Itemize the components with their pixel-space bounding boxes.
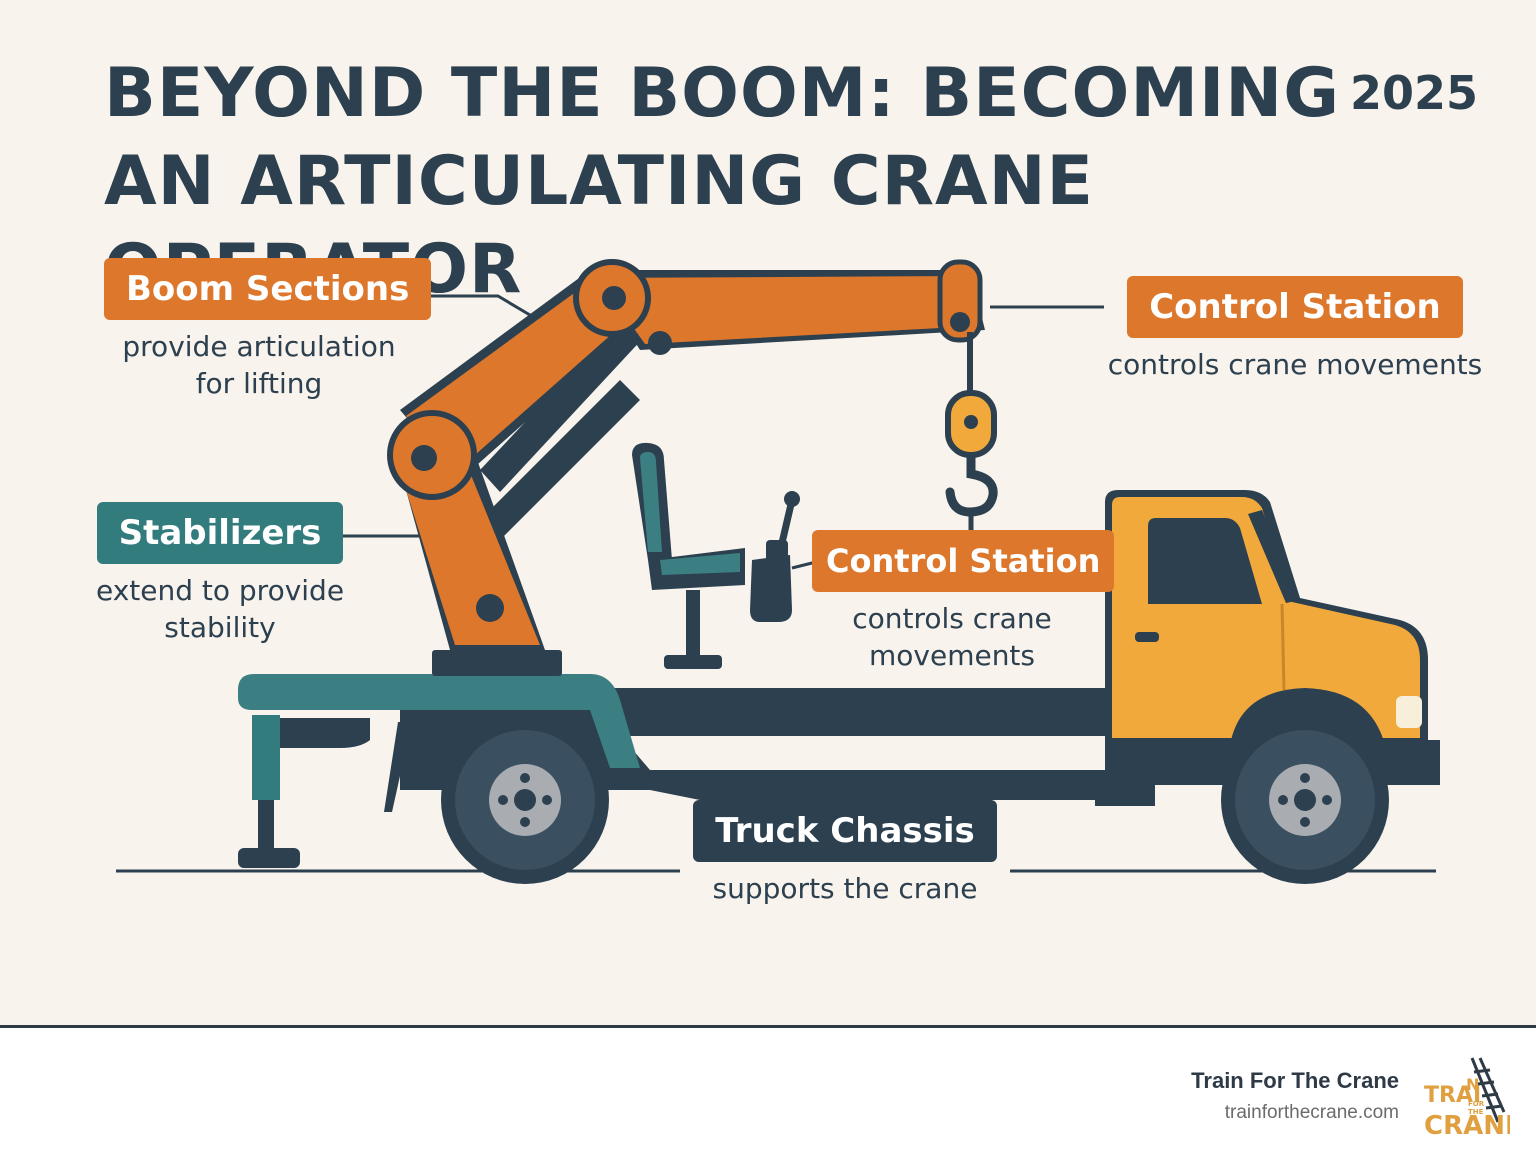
footer: Train For The Crane trainforthecrane.com… — [0, 1025, 1536, 1157]
truck-chassis-desc: supports the crane — [712, 872, 978, 905]
callout-stabilizers: Stabilizers extend to provide stability — [80, 502, 360, 646]
year-badge: 2025 — [1350, 66, 1479, 120]
boom-sections-label: Boom Sections — [104, 258, 432, 320]
control-station-top-label: Control Station — [1127, 276, 1463, 338]
front-wheel — [1221, 716, 1389, 884]
control-station-top-desc: controls crane movements — [1107, 348, 1483, 381]
leader-lines — [330, 294, 1104, 570]
logo-mark: TRAI N FOR THE CRANE — [1424, 1057, 1510, 1141]
truck-cab — [1105, 490, 1428, 745]
brand-name: Train For The Crane — [1191, 1068, 1399, 1093]
callout-truck-chassis: Truck Chassis supports the crane — [680, 800, 1010, 907]
hook-assembly — [945, 332, 998, 530]
stabilizers-desc: extend to provide stability — [95, 574, 345, 644]
truck-chassis-label: Truck Chassis — [693, 800, 997, 862]
svg-text:N: N — [1466, 1075, 1479, 1094]
brand-url[interactable]: trainforthecrane.com — [1224, 1102, 1399, 1123]
operator-seat — [632, 442, 800, 669]
rear-wheel — [441, 716, 609, 884]
logo-text: TRAI — [1424, 1083, 1481, 1108]
page-title: BEYOND THE BOOM: BECOMING AN ARTICULATIN… — [104, 54, 1341, 309]
boom-sections-desc: provide articulation for lifting — [122, 330, 396, 400]
callout-boom-sections: Boom Sections provide articulation for l… — [104, 258, 432, 402]
stabilizer-assembly — [238, 674, 640, 868]
control-station-mid-label: Control Station — [812, 530, 1115, 592]
articulating-crane-truck-illustration — [116, 259, 1440, 884]
boom-sections — [387, 259, 985, 650]
svg-text:FOR: FOR — [1468, 1100, 1485, 1108]
callout-control-station-top: Control Station controls crane movements — [1102, 276, 1488, 383]
stabilizers-label: Stabilizers — [96, 502, 344, 564]
svg-text:THE: THE — [1468, 1108, 1484, 1116]
callout-control-station-mid: Control Station controls crane movements — [812, 530, 1115, 674]
svg-text:CRANE: CRANE — [1424, 1111, 1510, 1141]
crane-turret — [432, 650, 562, 676]
truck-chassis — [400, 688, 1440, 806]
control-station-mid-desc: controls crane movements — [852, 602, 1052, 672]
